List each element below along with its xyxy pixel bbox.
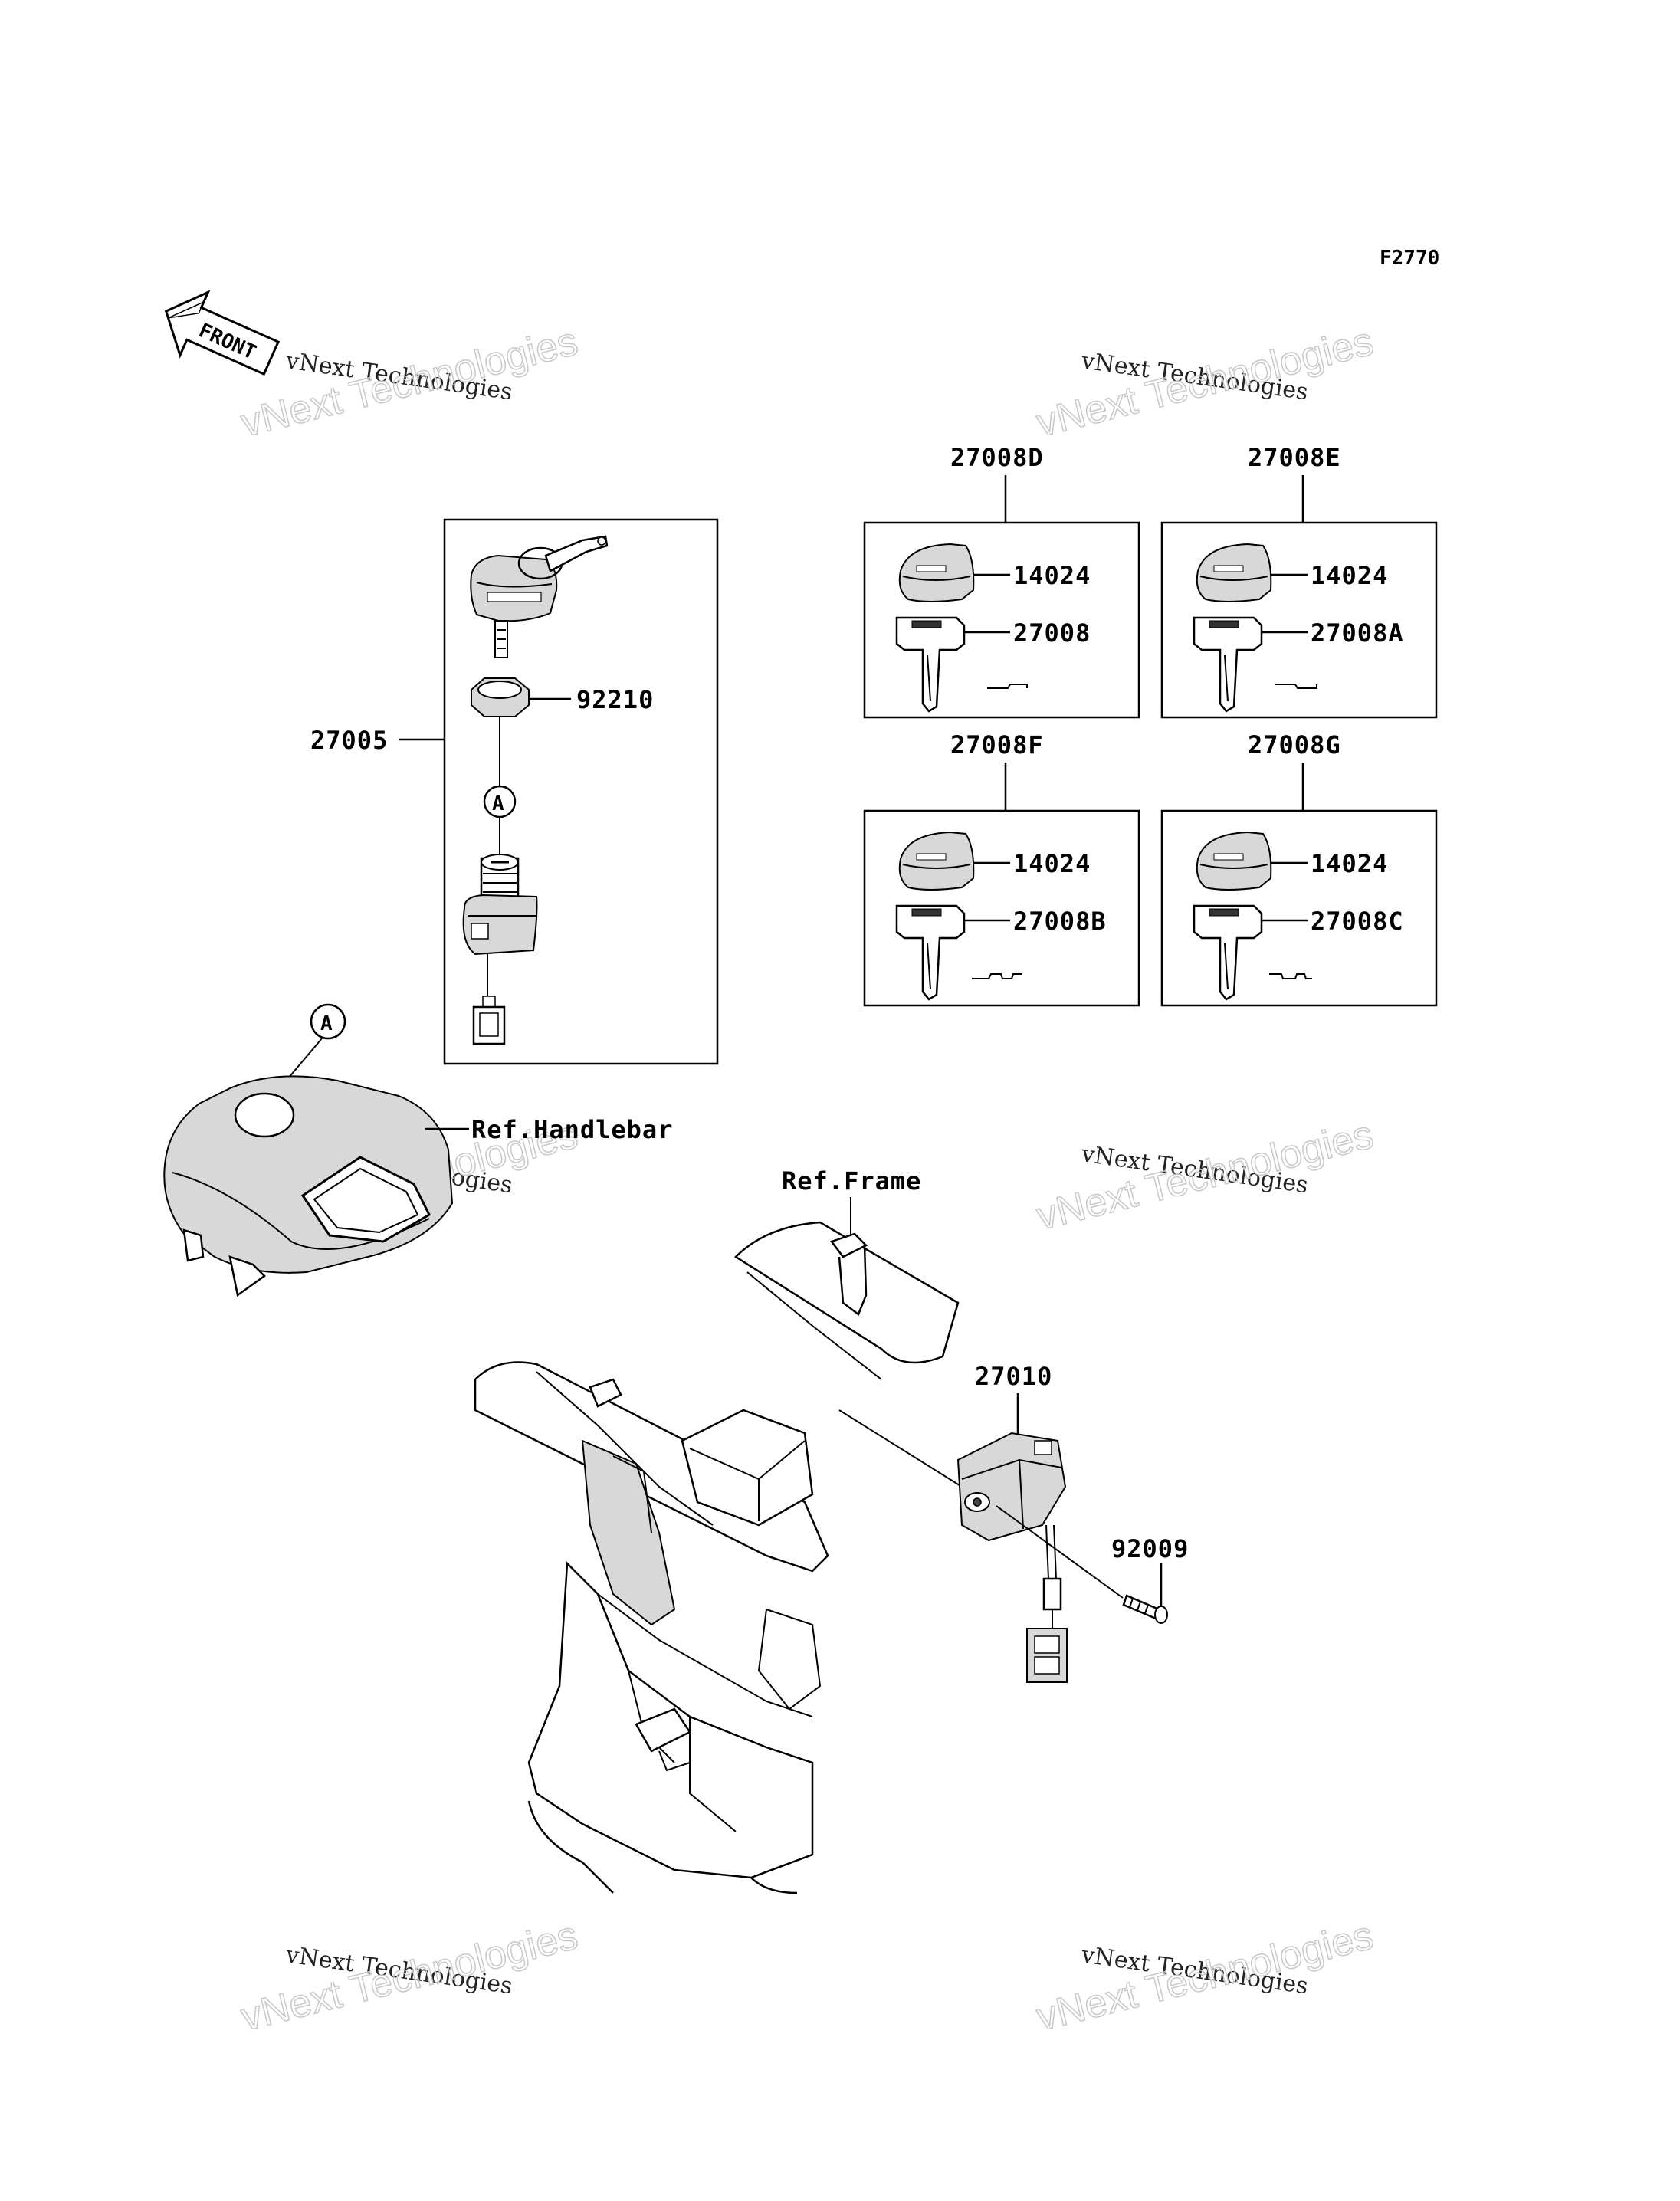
ref-a-label-bottom: A xyxy=(320,1012,333,1035)
switch-group: 27010 92009 xyxy=(956,1362,1189,1683)
key-set-box xyxy=(863,521,1140,719)
key-profile-icon xyxy=(987,684,1028,689)
key-cap-icon xyxy=(1196,543,1272,602)
key-set-27008F: 27008F 14024 27008B xyxy=(863,730,1140,1007)
frame-icon xyxy=(474,1221,963,1894)
callout-92009: 92009 xyxy=(1111,1534,1189,1563)
key-part-number: 27008B xyxy=(1013,907,1107,936)
ignition-kit-box xyxy=(443,518,719,1065)
key-set-27008E: 27008E 14024 27008A xyxy=(1160,443,1438,719)
cap-part-number: 14024 xyxy=(1311,849,1388,878)
callout-27010: 27010 xyxy=(975,1362,1052,1391)
cap-part-number: 14024 xyxy=(1311,561,1388,590)
ref-a-marker-bottom xyxy=(310,1003,346,1040)
key-cap-icon xyxy=(898,543,975,602)
callout-27005: 27005 xyxy=(310,726,388,755)
frame-group: Ref.Frame xyxy=(474,1166,963,1894)
watermark-outline: vNext Technologies xyxy=(237,1914,582,2040)
key-blade-icon xyxy=(895,616,966,713)
key-with-cap-icon xyxy=(470,535,609,658)
key-set-label: 27008D xyxy=(950,443,1044,472)
watermark-top-left: vNext Technologies vNext Technologies xyxy=(236,319,582,447)
key-profile-icon xyxy=(1269,973,1312,979)
key-cap-icon xyxy=(1196,831,1272,891)
ignition-switch-icon xyxy=(956,1432,1068,1683)
key-cap-icon xyxy=(898,831,975,891)
watermark-outline: vNext Technologies xyxy=(1032,1914,1378,2040)
key-set-27008G: 27008G 14024 27008C xyxy=(1160,730,1438,1007)
key-set-label: 27008G xyxy=(1248,730,1341,759)
screw-icon xyxy=(1122,1594,1168,1624)
front-arrow-icon: FRONT xyxy=(164,290,281,376)
cap-part-number: 14024 xyxy=(1013,849,1091,878)
ignition-kit-group: 27005 92210 A xyxy=(310,518,719,1065)
handlebar-cover-group: A Ref.Handlebar xyxy=(163,1003,673,1297)
key-set-label: 27008E xyxy=(1248,443,1341,472)
lock-cylinder-icon xyxy=(462,854,538,1045)
key-set-label: 27008F xyxy=(950,730,1044,759)
key-set-27008D: 27008D 14024 27008 xyxy=(863,443,1140,719)
callout-92210: 92210 xyxy=(576,685,654,714)
key-profile-icon xyxy=(1275,684,1317,689)
cap-part-number: 14024 xyxy=(1013,561,1091,590)
nut-icon xyxy=(471,677,530,789)
ref-frame-label: Ref.Frame xyxy=(782,1166,921,1196)
watermark-outline: vNext Technologies xyxy=(1032,320,1378,446)
diagram-code: F2770 xyxy=(1380,247,1439,270)
watermark-mid-right: vNext Technologies vNext Technologies xyxy=(1032,1112,1378,1240)
watermark-outline: vNext Technologies xyxy=(237,320,582,446)
watermark-outline: vNext Technologies xyxy=(1032,1113,1378,1239)
key-profile-icon xyxy=(972,973,1022,979)
watermark-bottom-right: vNext Technologies vNext Technologies xyxy=(1032,1913,1378,2041)
key-part-number: 27008C xyxy=(1311,907,1404,936)
key-blade-icon xyxy=(1193,616,1263,713)
watermark-bottom-left: vNext Technologies vNext Technologies xyxy=(236,1913,582,2041)
handlebar-cover-icon xyxy=(163,1075,454,1297)
key-set-box xyxy=(863,809,1140,1007)
key-set-box xyxy=(1160,521,1438,719)
key-part-number: 27008 xyxy=(1013,618,1091,648)
key-blade-icon xyxy=(1193,904,1263,1001)
key-blade-icon xyxy=(895,904,966,1001)
ref-handlebar-label: Ref.Handlebar xyxy=(471,1115,673,1144)
ref-a-label-top: A xyxy=(492,792,504,815)
key-part-number: 27008A xyxy=(1311,618,1404,648)
key-set-box xyxy=(1160,809,1438,1007)
watermark-top-right: vNext Technologies vNext Technologies xyxy=(1032,319,1378,447)
